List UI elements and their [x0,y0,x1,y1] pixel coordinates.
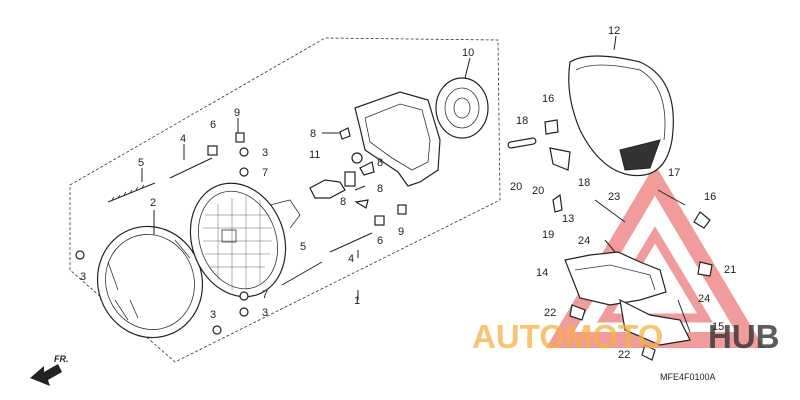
callout-24: 24 [698,293,710,305]
watermark-right: HUB [708,318,780,355]
callout-12: 12 [608,25,620,37]
arrow-left-icon [30,364,62,386]
callout-6: 6 [210,119,216,131]
callout-18: 18 [578,177,590,189]
callout-24: 24 [578,235,590,247]
mounting-stays [507,119,713,361]
watermark: AUTOMOTO HUB [472,318,780,355]
headlight-shell [568,55,674,177]
callout-4: 4 [348,253,354,265]
callout-3: 3 [262,147,268,159]
small-fasteners [75,132,407,335]
callout-13: 13 [562,213,574,225]
callout-10: 10 [462,47,474,59]
callout-1: 1 [354,295,360,307]
callout-8: 8 [377,157,383,169]
callout-15: 15 [712,321,724,333]
callout-23: 23 [608,191,620,203]
leader-lines [141,35,617,300]
callout-3: 3 [80,271,86,283]
callout-11: 11 [309,149,320,161]
callout-16: 16 [542,93,554,105]
adjusting-screws [107,157,373,286]
callout-6: 6 [377,235,383,247]
callout-8: 8 [377,183,383,195]
callout-5: 5 [138,157,144,169]
callout-20: 20 [532,185,544,197]
callout-4: 4 [180,133,186,145]
callout-19: 19 [542,229,554,241]
callout-2: 2 [150,197,156,209]
callout-18: 18 [516,115,528,127]
callout-3: 3 [210,309,216,321]
callout-7: 7 [262,167,268,179]
direction-label: FR. [54,354,69,364]
callout-9: 9 [398,226,404,238]
callout-17: 17 [668,167,680,179]
callout-numbers: 1 2 3 3 3 3 4 4 5 5 6 6 7 7 8 8 8 8 9 9 … [80,25,736,361]
back-cover [435,77,489,139]
callout-21: 21 [724,264,736,276]
callout-16: 16 [704,191,716,203]
headlight-bulb [309,127,375,209]
callout-20: 20 [510,181,522,193]
callout-8: 8 [340,196,346,208]
callout-22: 22 [544,307,556,319]
callout-5: 5 [300,241,306,253]
callout-22: 22 [618,349,630,361]
callout-14: 14 [536,267,548,279]
front-direction-indicator: FR. [30,354,69,386]
diagram-code: MFE4F0100A [660,372,716,382]
headlight-rim [96,225,204,339]
callout-8: 8 [310,128,316,140]
group-outline [69,37,501,363]
watermark-left: AUTOMOTO [472,318,663,355]
callout-7: 7 [262,289,268,301]
headlight-case [354,91,441,187]
callout-9: 9 [234,107,240,119]
callout-3: 3 [262,307,268,319]
headlight-unit [189,182,301,298]
